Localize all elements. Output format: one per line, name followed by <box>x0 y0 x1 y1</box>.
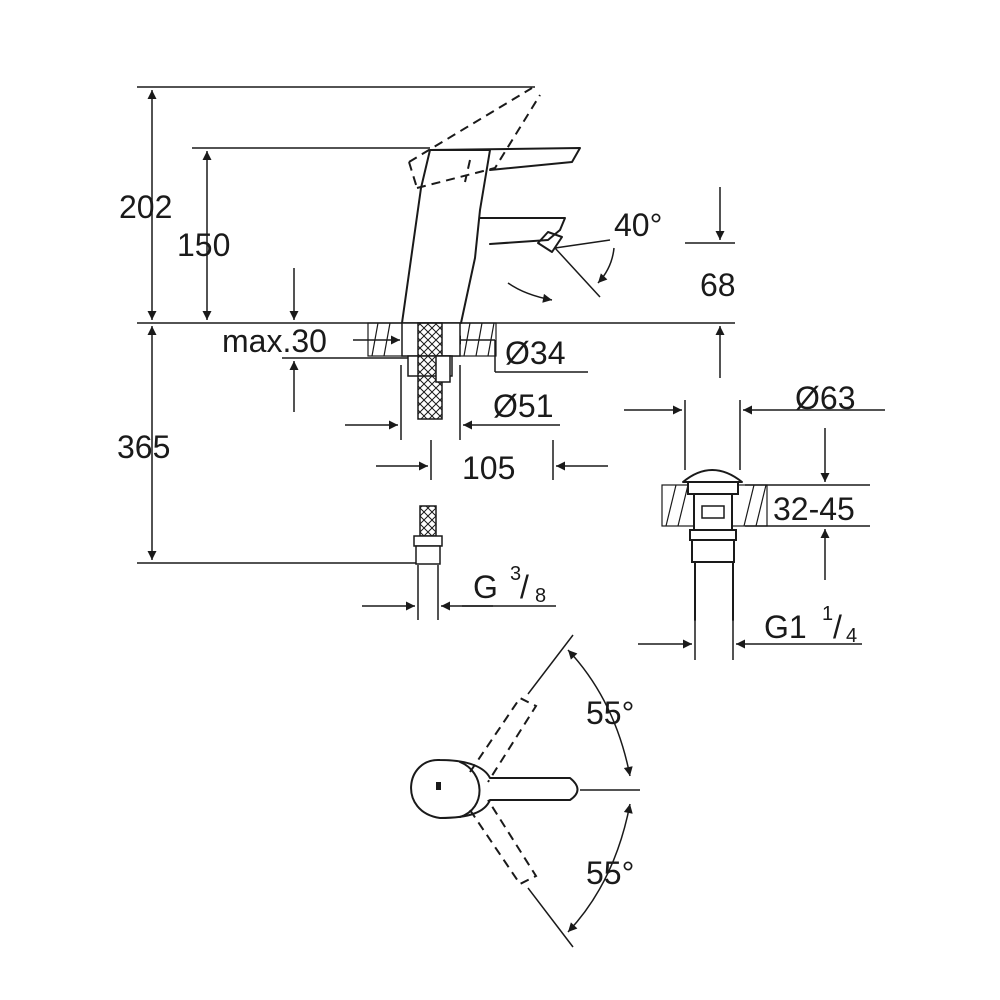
label-55-top: 55° <box>586 695 634 731</box>
label-g114: G1 <box>764 609 807 645</box>
label-d63: Ø63 <box>795 380 855 416</box>
dimension-d51 <box>345 365 560 440</box>
label-g38: G <box>473 569 498 605</box>
faucet-side-view <box>401 87 615 324</box>
label-max30: max.30 <box>222 323 327 359</box>
lever-top-view <box>410 634 640 948</box>
dimension-labels: 202 150 max.30 40° 68 Ø34 Ø51 365 105 G … <box>117 189 857 891</box>
waste-valve <box>661 469 768 621</box>
label-g38-den: 8 <box>535 585 546 607</box>
label-202: 202 <box>119 189 172 225</box>
label-365: 365 <box>117 429 170 465</box>
dimension-105 <box>376 440 608 480</box>
waste-dimension-lines <box>624 400 885 660</box>
label-g114-den: 4 <box>846 625 857 647</box>
label-d34: Ø34 <box>505 335 565 371</box>
label-g114-slash: / <box>833 609 842 645</box>
dimension-g38 <box>362 565 556 620</box>
label-d51: Ø51 <box>493 388 553 424</box>
label-32-45: 32-45 <box>773 491 855 527</box>
hose-connection <box>413 505 443 565</box>
label-68: 68 <box>700 267 736 303</box>
dimension-max30 <box>282 268 410 412</box>
deck-section <box>367 322 497 420</box>
label-40deg: 40° <box>614 207 662 243</box>
label-150: 150 <box>177 227 230 263</box>
label-55-bottom: 55° <box>586 855 634 891</box>
label-g114-num: 1 <box>822 603 833 625</box>
label-g38-num: 3 <box>510 563 521 585</box>
label-g38-slash: / <box>520 569 529 605</box>
label-105: 105 <box>462 450 515 486</box>
